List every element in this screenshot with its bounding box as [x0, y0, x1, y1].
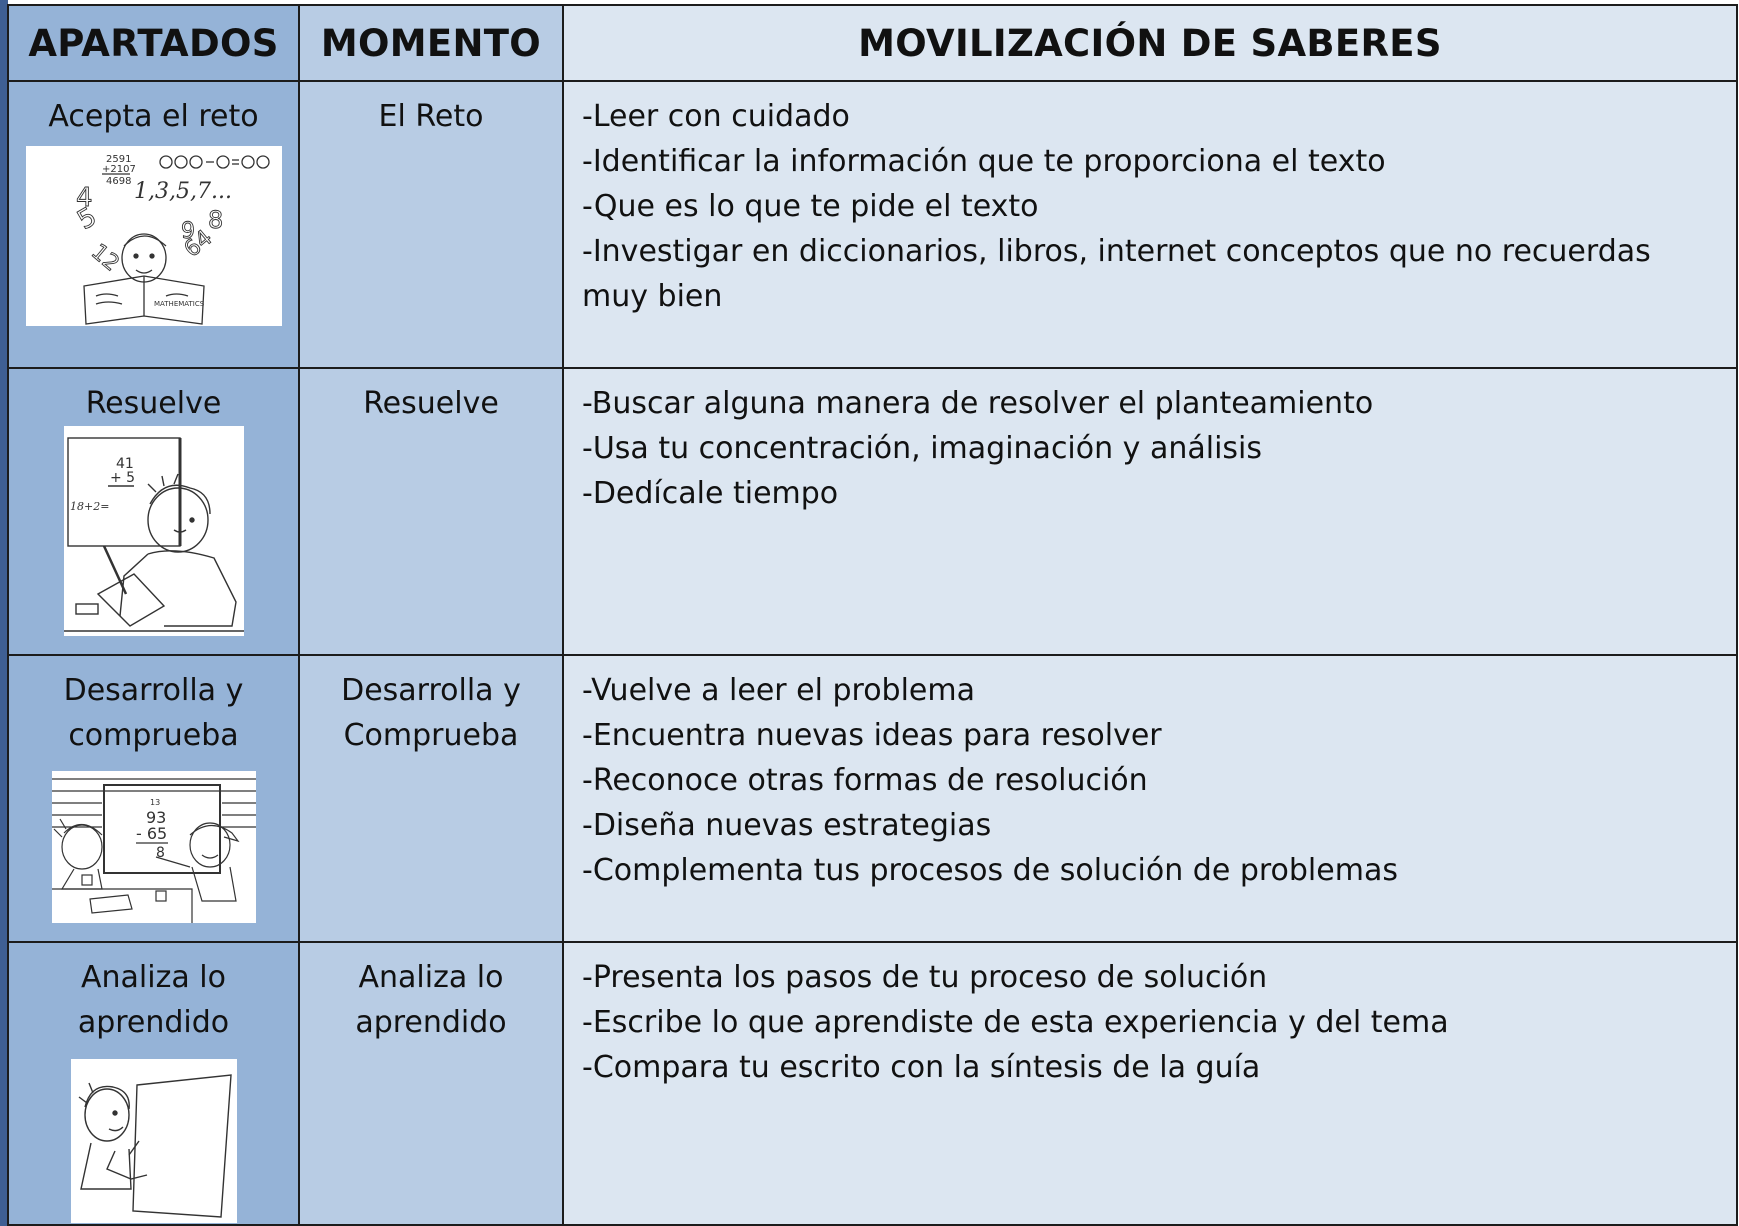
apartado-label: Acepta el reto [48, 99, 259, 134]
list-item: -Buscar alguna manera de resolver el pla… [582, 386, 1374, 421]
digit-a: 4 [76, 183, 93, 213]
apartado-label: Desarrolla y comprueba [63, 673, 244, 753]
table-row: Desarrolla y comprueba 13 93 - 65 [7, 654, 1738, 943]
digit-c: 12 [86, 239, 124, 276]
saberes-cell: -Presenta los pasos de tu proceso de sol… [562, 941, 1738, 1226]
children-at-blackboard-illustration: 13 93 - 65 8 [51, 771, 256, 923]
board-side: 18+2= [70, 500, 109, 513]
table-row: Analiza lo aprendido [7, 941, 1738, 1226]
digit-d: 9 [181, 219, 195, 244]
momento-cell: El Reto [298, 80, 564, 369]
sub-carry: 13 [150, 798, 160, 807]
saberes-list: -Leer con cuidado -Identificar la inform… [565, 83, 1735, 319]
header-movilizacion-de-saberes: MOVILIZACIÓN DE SABERES [562, 4, 1738, 82]
list-item: -Encuentra nuevas ideas para resolver [582, 718, 1162, 753]
header-row: APARTADOS MOMENTO MOVILIZACIÓN DE SABERE… [7, 4, 1738, 82]
saberes-list: -Vuelve a leer el problema -Encuentra nu… [565, 657, 1735, 893]
saberes-list: -Buscar alguna manera de resolver el pla… [565, 370, 1735, 516]
momento-label: Analiza lo aprendido [355, 960, 507, 1040]
saberes-table: APARTADOS MOMENTO MOVILIZACIÓN DE SABERE… [7, 4, 1738, 1226]
list-item: -Diseña nuevas estrategias [582, 808, 992, 843]
left-accent-bar [0, 0, 8, 1226]
list-item: -Escribe lo que aprendiste de esta exper… [582, 1005, 1449, 1040]
list-item: -Complementa tus procesos de solución de… [582, 853, 1398, 888]
child-holding-blank-sheet-illustration [70, 1059, 237, 1223]
sub-bottom: - 65 [136, 824, 167, 843]
saberes-cell: -Vuelve a leer el problema -Encuentra nu… [562, 654, 1738, 943]
momento-cell: Desarrolla y Comprueba [298, 654, 564, 943]
header-apartados: APARTADOS [7, 4, 300, 82]
child-writing-at-board-illustration: 41 + 5 18+2= [63, 426, 244, 636]
sum-mid: +2107 [102, 164, 136, 175]
momento-cell: Analiza lo aprendido [298, 941, 564, 1226]
header-momento: MOMENTO [298, 4, 564, 82]
digit-f: 8 [208, 206, 223, 234]
child-reading-math-book-illustration: 2591 +2107 4698 1,3,5,7... 4 5 [25, 146, 282, 326]
momento-label: El Reto [378, 99, 484, 134]
board-top: 41 [116, 456, 134, 472]
list-item: -Identificar la información que te propo… [582, 144, 1386, 179]
apartado-cell: Acepta el reto 2591 +2107 4698 [7, 80, 300, 369]
momento-label: Desarrolla y Comprueba [341, 673, 521, 753]
number-sequence: 1,3,5,7... [134, 179, 232, 204]
saberes-cell: -Buscar alguna manera de resolver el pla… [562, 367, 1738, 656]
book-label: MATHEMATICS [154, 300, 205, 308]
apartado-label: Analiza lo aprendido [77, 960, 230, 1040]
momento-label: Resuelve [363, 386, 499, 421]
saberes-cell: -Leer con cuidado -Identificar la inform… [562, 80, 1738, 369]
momento-cell: Resuelve [298, 367, 564, 656]
sub-top: 93 [146, 808, 166, 827]
apartado-cell: Desarrolla y comprueba 13 93 - 65 [7, 654, 300, 943]
table-row: Resuelve 41 + 5 18+2= [7, 367, 1738, 656]
board-add: + 5 [110, 470, 135, 486]
list-item: -Reconoce otras formas de resolución [582, 763, 1148, 798]
apartado-cell: Analiza lo aprendido [7, 941, 300, 1226]
sum-top: 2591 [106, 154, 131, 165]
list-item: -Compara tu escrito con la síntesis de l… [582, 1050, 1261, 1085]
sub-result: 8 [156, 845, 165, 861]
list-item: -Presenta los pasos de tu proceso de sol… [582, 960, 1268, 995]
apartado-cell: Resuelve 41 + 5 18+2= [7, 367, 300, 656]
digit-b: 5 [72, 202, 101, 236]
list-item: -Investigar en diccionarios, libros, int… [582, 234, 1651, 314]
apartado-label: Resuelve [85, 386, 222, 421]
saberes-list: -Presenta los pasos de tu proceso de sol… [565, 944, 1735, 1090]
list-item: -Vuelve a leer el problema [582, 673, 975, 708]
list-item: -Leer con cuidado [582, 99, 850, 134]
table-row: Acepta el reto 2591 +2107 4698 [7, 80, 1738, 369]
sum-bottom: 4698 [106, 176, 131, 187]
list-item: -Dedícale tiempo [582, 476, 839, 511]
list-item: -Usa tu concentración, imaginación y aná… [582, 431, 1263, 466]
list-item: -Que es lo que te pide el texto [582, 189, 1039, 224]
